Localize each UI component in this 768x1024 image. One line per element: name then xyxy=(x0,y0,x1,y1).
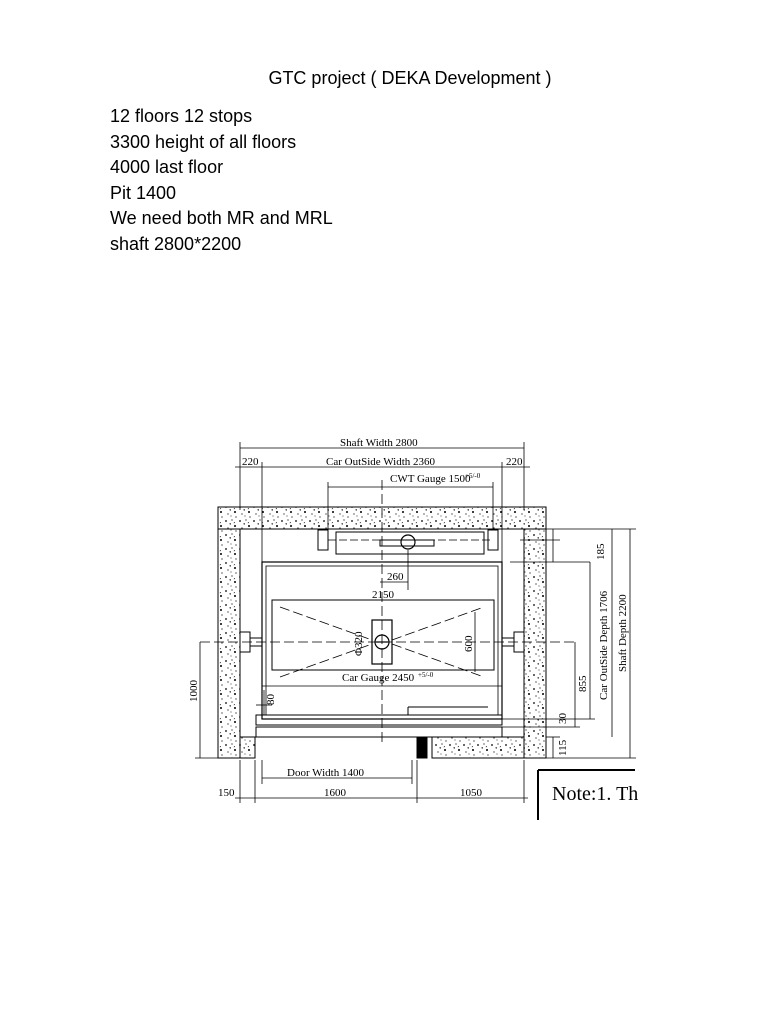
sheave-symbol xyxy=(371,619,393,665)
spec-line-shaft: shaft 2800*2200 xyxy=(110,233,242,254)
spec-line-floor-height: 3300 height of all floors xyxy=(110,131,297,152)
note-box xyxy=(537,769,635,820)
dim-115-label: 115 xyxy=(557,739,569,756)
dim-855-label: 855 xyxy=(577,675,589,692)
dim-80-label: 80 xyxy=(265,694,277,706)
dim-1000-label: 1000 xyxy=(188,680,200,703)
door-sill xyxy=(255,706,503,759)
car-outside-width-label: Car OutSide Width 2360 xyxy=(326,456,436,468)
cwt-gauge-tolerance: +5/-0 xyxy=(465,472,481,480)
spec-line-last-floor: 4000 last floor xyxy=(110,157,224,177)
dim-150-label: 150 xyxy=(218,787,235,799)
note-text: Note:1. Th xyxy=(552,783,638,805)
page-title: GTC project ( DEKA Development ) xyxy=(268,68,552,88)
spec-line-mr-mrl: We need both MR and MRL xyxy=(110,208,333,228)
dim-1600-label: 1600 xyxy=(324,787,347,799)
spec-line-pit: Pit 1400 xyxy=(110,182,177,203)
shaft-width-label: Shaft Width 2800 xyxy=(340,437,418,449)
dim-600-label: 600 xyxy=(463,635,475,652)
shaft-depth-label: Shaft Depth 2200 xyxy=(617,594,629,672)
right-220-label: 220 xyxy=(506,456,523,468)
dim-30-label: 30 xyxy=(557,713,569,725)
dimension-lines xyxy=(195,442,636,803)
dim-260-label: 260 xyxy=(387,571,404,583)
dim-185-label: 185 xyxy=(595,543,607,560)
car-gauge-label: Car Gauge 2450 xyxy=(342,672,415,684)
spec-line-floors: 12 floors 12 stops xyxy=(110,106,253,126)
dim-1050-label: 1050 xyxy=(460,787,483,799)
car-outside-depth-label: Car OutSide Depth 1706 xyxy=(598,590,610,700)
cwt-gauge-label: CWT Gauge 1500 xyxy=(390,473,471,485)
door-width-label: Door Width 1400 xyxy=(287,767,364,779)
car-gauge-tolerance: +5/-0 xyxy=(418,671,434,679)
phi-320-label: Φ320 xyxy=(353,631,365,656)
counterweight-frame xyxy=(317,529,499,555)
left-220-label: 220 xyxy=(242,456,259,468)
dim-2150-label: 2150 xyxy=(372,589,395,601)
spec-list: 12 floors 12 stops 3300 height of all fl… xyxy=(110,104,333,257)
